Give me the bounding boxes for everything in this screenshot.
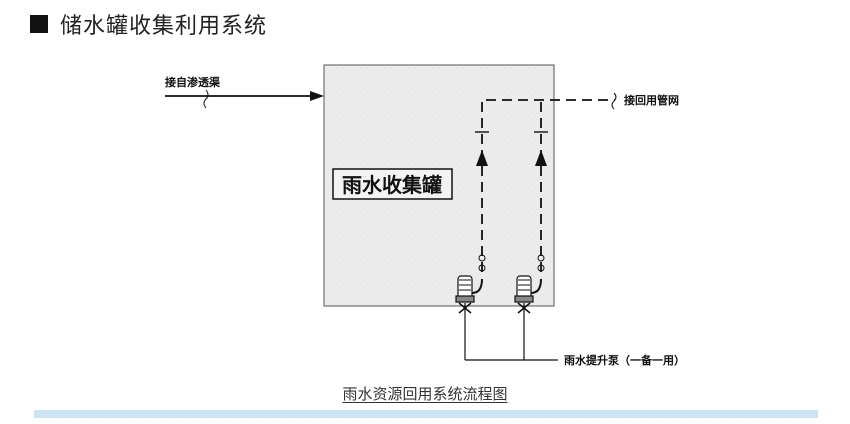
inlet-pipe: [165, 89, 324, 109]
tank-label-box: [332, 168, 453, 200]
submersible-pump-icon: [455, 275, 483, 303]
figure-caption: 雨水资源回用系统流程图: [0, 383, 850, 404]
section-title: 储水罐收集利用系统: [60, 14, 268, 39]
return-pipes: [481, 99, 615, 272]
section-header: 储水罐收集利用系统: [30, 8, 267, 40]
rainwater-flow-diagram: 雨水收集罐 接自渗透渠 接回用管网: [165, 64, 685, 367]
check-valve-icons: [478, 254, 545, 272]
submersible-pump-icon: [514, 275, 542, 303]
bottom-divider-bar: [34, 410, 818, 418]
outlet-break-mark: [611, 92, 617, 110]
caption-text: 雨水资源回用系统流程图: [342, 385, 508, 403]
motor-cross-icons: [458, 302, 531, 314]
outlet-label: 接回用管网: [624, 93, 679, 107]
pump-label: 雨水提升泵（一备一用）: [564, 353, 685, 367]
square-bullet-icon: [30, 15, 48, 33]
flow-arrow-icons: [476, 150, 547, 166]
inlet-label: 接自渗透渠: [165, 75, 221, 89]
tank-label: 雨水收集罐: [342, 173, 442, 197]
pump-power-leads: [464, 303, 558, 361]
